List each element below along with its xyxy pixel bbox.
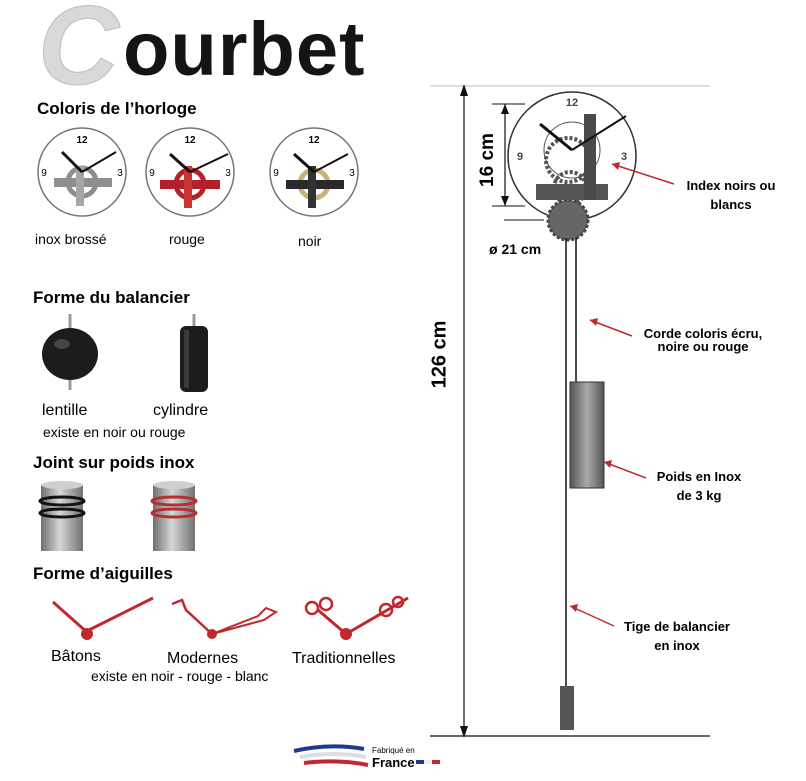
svg-text:9: 9 — [149, 168, 155, 179]
total-height-label: 126 cm — [428, 320, 451, 389]
hands-modernes-icon — [171, 598, 279, 639]
dial-number-3: 3 — [621, 151, 627, 163]
svg-text:12: 12 — [184, 135, 196, 146]
clock-technical-drawing: 12 3 9 — [430, 84, 710, 738]
caption-lentille: lentille — [42, 402, 88, 419]
dial-height-label: 16 cm — [477, 133, 498, 187]
joint-black-icon — [38, 481, 86, 551]
section-title-weight-joint: Joint sur poids inox — [33, 453, 195, 472]
svg-text:3: 3 — [349, 168, 355, 179]
hands-traditionnelles-icon — [304, 595, 409, 640]
brand-name: ourbet — [123, 7, 366, 92]
caption-cylindre: cylindre — [153, 402, 209, 419]
section-title-clock-colors: Coloris de l’horloge — [37, 99, 197, 118]
svg-text:3: 3 — [225, 168, 231, 179]
svg-text:3: 3 — [117, 168, 123, 179]
cylindre-bob-icon — [180, 314, 208, 392]
svg-text:12: 12 — [308, 135, 320, 146]
france-flag-icon — [416, 760, 440, 764]
clock-inox-icon: 12 3 9 — [37, 127, 127, 217]
annotation-poids: Poids en Inox de 3 kg — [656, 469, 742, 503]
caption-modernes: Modernes — [167, 650, 239, 667]
clock-noir-icon: 12 3 9 — [269, 127, 359, 217]
diameter-label: ø 21 cm — [489, 241, 542, 257]
caption-batons: Bâtons — [51, 648, 101, 665]
hands-batons-icon — [52, 596, 154, 640]
badge-small-text: Fabriqué en — [372, 746, 415, 755]
annotation-index: Index noirs ou blancs — [686, 178, 776, 212]
svg-text:9: 9 — [41, 168, 47, 179]
brand-logo: C ourbet — [38, 0, 418, 102]
section-title-pendulum: Forme du balancier — [33, 288, 190, 307]
svg-text:9: 9 — [273, 168, 279, 179]
caption-rouge: rouge — [169, 231, 205, 247]
caption-traditionnelles: Traditionnelles — [292, 650, 396, 667]
lentille-bob-icon — [42, 314, 98, 390]
pendulum-note: existe en noir ou rouge — [43, 424, 186, 440]
caption-noir: noir — [298, 233, 322, 249]
france-flag-swoosh-icon — [293, 744, 369, 767]
clock-rouge-icon: 12 3 9 — [145, 127, 235, 217]
caption-inox: inox brossé — [35, 231, 107, 247]
section-title-hands: Forme d’aiguilles — [33, 564, 173, 583]
brand-initial: C — [38, 0, 120, 108]
dial-number-9: 9 — [517, 151, 523, 163]
joint-red-icon — [150, 481, 198, 551]
annotation-corde: Corde coloris écru, noire ou rouge — [643, 326, 763, 354]
badge-country: France — [372, 755, 415, 770]
annotation-tige: Tige de balancier en inox — [624, 619, 730, 653]
hands-note: existe en noir - rouge - blanc — [91, 668, 269, 684]
dial-number-12: 12 — [566, 97, 578, 109]
svg-text:12: 12 — [76, 135, 88, 146]
